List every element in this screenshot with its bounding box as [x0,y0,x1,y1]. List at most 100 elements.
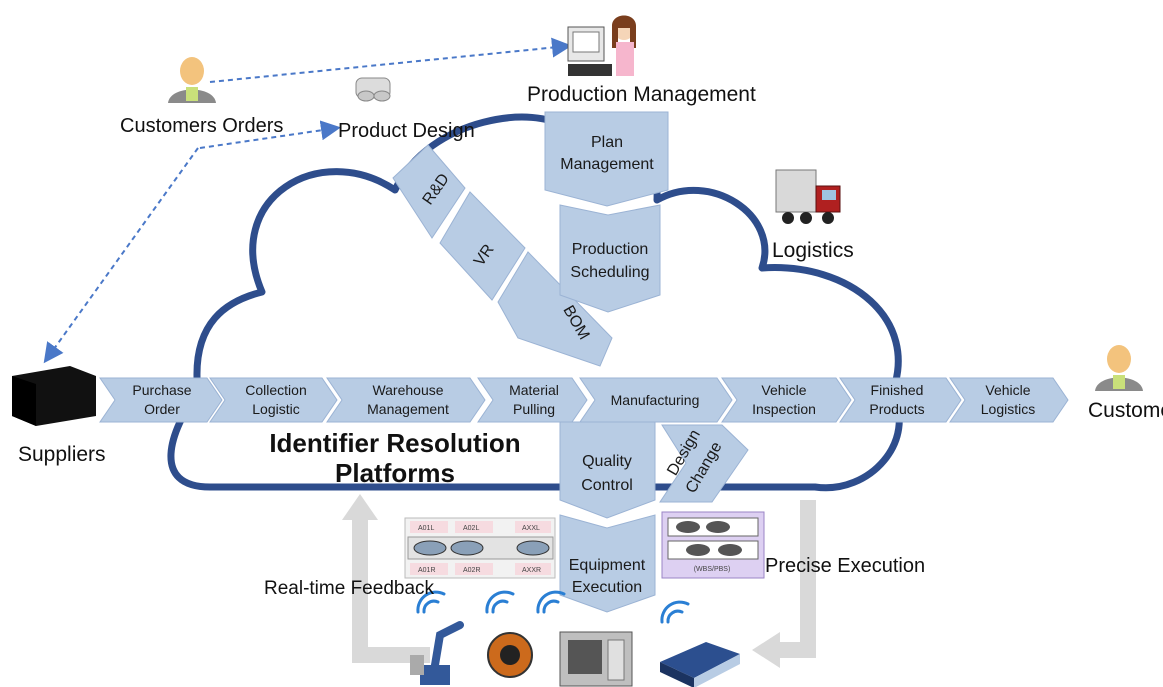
svg-text:(WBS/PBS): (WBS/PBS) [694,566,731,573]
process-label: Vehicle [761,382,806,398]
process-chain [99,377,1069,423]
logistics-label: Logistics [772,239,854,262]
precise-execution-arrow [752,500,816,668]
person-icon [168,57,216,103]
process-label: Collection [245,382,306,398]
chevron-equipment-execution[interactable] [559,514,656,613]
control-label: Quality [582,453,632,470]
platform-title-line: Identifier Resolution [269,428,521,458]
process-label: Products [869,401,924,417]
suppliers-label: Suppliers [18,443,106,466]
process-label: Manufacturing [611,392,700,408]
management-label: Plan [591,134,623,151]
svg-text:Equipment: Equipment [569,557,646,574]
car-engine-icon [355,77,391,102]
svg-text:AXXL: AXXL [522,525,540,532]
platform-title: Identifier Resolution Platforms [255,428,535,488]
chevron-production-scheduling[interactable] [559,204,661,313]
chevron-manufacturing[interactable] [579,377,733,423]
process-label: Logistic [252,401,299,417]
chevron-collection-logistic[interactable] [209,377,338,423]
management-label: Management [560,156,654,173]
svg-text:Logistics: Logistics [981,401,1035,417]
cloud-outline [167,113,903,492]
precise-execution-label: Precise Execution [765,555,926,577]
car-shape-icon [413,540,550,556]
svg-text:Logistic: Logistic [252,401,299,417]
station-code: A01L [418,525,434,532]
svg-text:Purchase: Purchase [132,382,191,398]
control-label: Equipment [569,557,646,574]
realtime-feedback-label: Real-time Feedback [264,578,435,599]
product-design-label: Product Design [338,120,475,142]
station-code: AXXL [522,525,540,532]
svg-text:Order: Order [144,401,180,417]
process-label: Pulling [513,401,555,417]
control-chain: Quality Control Equipment Execution [559,421,656,613]
agv-icon [660,642,740,687]
process-label: Management [367,401,449,417]
svg-text:Vehicle: Vehicle [761,382,806,398]
chevron-warehouse-management[interactable] [326,377,486,423]
process-label: Purchase [132,382,191,398]
dashed-links [43,37,572,364]
svg-text:Inspection: Inspection [752,401,816,417]
svg-text:Warehouse: Warehouse [372,382,443,398]
svg-text:A02R: A02R [463,567,481,574]
customers-label: Customers [1088,399,1163,422]
svg-text:Collection: Collection [245,382,306,398]
station-code: AXXR [522,567,541,574]
management-chain: Plan Management Production Scheduling [544,111,669,313]
chevron-purchase-order[interactable] [99,377,223,423]
wifi-icon [416,590,690,624]
svg-text:Products: Products [869,401,924,417]
svg-text:Manufacturing: Manufacturing [611,392,700,408]
svg-text:A01L: A01L [418,525,434,532]
chevron-vr[interactable] [439,191,526,301]
process-chain-labels: Purchase Order Collection Logistic Wareh… [132,382,1035,417]
person-icon [1095,345,1143,391]
process-label: Material [509,382,559,398]
design-chain: R&D VR BOM [392,144,613,367]
chevron-plan-management[interactable] [544,111,669,207]
svg-text:Vehicle: Vehicle [985,382,1030,398]
svg-text:Scheduling: Scheduling [570,264,649,281]
truck-icon [775,169,841,224]
svg-text:AXXR: AXXR [522,567,541,574]
cnc-machine-icon [559,631,633,687]
chevron-bom[interactable] [497,251,613,367]
production-management-label: Production Management [527,83,756,106]
platform-title-line: Platforms [335,458,455,488]
management-label: Scheduling [570,264,649,281]
control-label: Control [581,477,633,494]
process-label: Finished [871,382,924,398]
robot-arm-icon [410,621,464,685]
chevron-vehicle-inspection[interactable] [721,377,852,423]
wbs-caption: (WBS/PBS) [694,566,731,573]
svg-text:Management: Management [367,401,449,417]
office-worker-icon [567,15,636,76]
process-label: Logistics [981,401,1035,417]
control-label: Execution [572,579,642,596]
svg-text:Plan: Plan [591,134,623,151]
station-code: A01R [418,567,436,574]
svg-text:Material: Material [509,382,559,398]
svg-text:Pulling: Pulling [513,401,555,417]
chevron-quality-control[interactable] [559,421,656,519]
chevron-vehicle-logistics[interactable] [949,377,1069,423]
station-panel: A01L A02L AXXL A01R A02R AXXR [404,517,556,579]
svg-text:Production: Production [572,241,649,258]
svg-text:Finished: Finished [871,382,924,398]
customers-orders-label: Customers Orders [120,115,284,137]
svg-text:Quality: Quality [582,453,632,470]
station-code: A02R [463,567,481,574]
svg-text:Control: Control [581,477,633,494]
svg-text:Execution: Execution [572,579,642,596]
motor-icon [487,632,533,678]
process-label: Inspection [752,401,816,417]
process-label: Order [144,401,180,417]
chevron-finished-products[interactable] [839,377,962,423]
svg-text:Management: Management [560,156,654,173]
chevron-rd[interactable] [392,144,466,239]
supplier-box-icon [12,366,96,426]
